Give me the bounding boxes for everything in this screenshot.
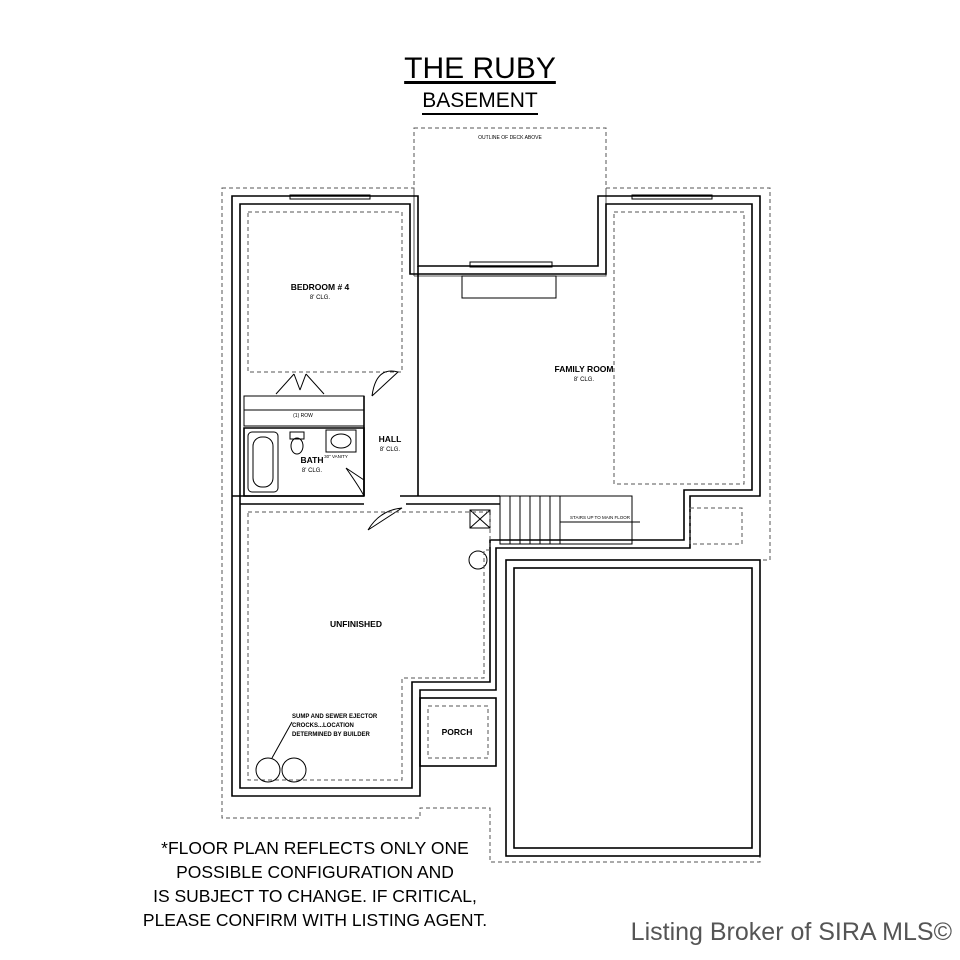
tub <box>247 431 279 493</box>
stair-treads <box>509 496 561 544</box>
bath-door <box>345 467 365 497</box>
toilet-bowl <box>290 437 304 455</box>
bedroom-label: BEDROOM # 4 <box>291 282 350 292</box>
disclaimer-line-1: *FLOOR PLAN REFLECTS ONLY ONE <box>161 838 469 858</box>
stairs-note: STAIRS UP TO MAIN FLOOR <box>570 515 631 520</box>
disclaimer-line-2: POSSIBLE CONFIGURATION AND <box>176 862 454 882</box>
family-outline <box>613 211 745 485</box>
garage-wall-outer <box>505 559 761 857</box>
sump-crock <box>255 757 281 783</box>
exterior-wall-inner <box>239 203 753 789</box>
disclaimer: *FLOOR PLAN REFLECTS ONLY ONE POSSIBLE C… <box>110 836 520 932</box>
window-family <box>631 194 713 200</box>
disclaimer-line-4: PLEASE CONFIRM WITH LISTING AGENT. <box>142 910 488 930</box>
sump-note-line-2: CROCKS...LOCATION <box>292 723 354 729</box>
plan-subtitle: BASEMENT <box>0 89 960 115</box>
closet-note: (1) ROW <box>293 413 313 419</box>
sump-leader <box>271 721 293 759</box>
porch-wall-outer <box>419 697 497 767</box>
sump-note-line-3: DETERMINED BY BUILDER <box>292 732 371 738</box>
sump-note-line-1: SUMP AND SEWER EJECTOR <box>292 714 378 720</box>
window-center <box>469 261 553 268</box>
window-well <box>461 275 557 299</box>
water-heater <box>468 550 488 570</box>
garage-wall-inner <box>513 567 753 849</box>
bedroom-ceiling: 8' CLG. <box>310 295 330 301</box>
vanity <box>325 429 357 453</box>
family-room-ceiling: 8' CLG. <box>574 377 594 383</box>
hall-label: HALL <box>379 434 402 444</box>
bedroom-outline <box>247 211 403 373</box>
plan-title: THE RUBY <box>404 52 556 85</box>
vanity-note: 30" VANITY <box>324 454 348 459</box>
sink <box>330 433 352 449</box>
closet-doors <box>275 373 325 395</box>
hall-door <box>371 370 400 397</box>
hall-ceiling: 8' CLG. <box>380 447 400 453</box>
bath-label: BATH <box>301 455 324 465</box>
closet <box>243 395 365 427</box>
unfinished-outline <box>247 511 491 781</box>
garage-entry <box>689 507 743 545</box>
unfinished-label: UNFINISHED <box>330 619 382 629</box>
disclaimer-line-3: IS SUBJECT TO CHANGE. IF CRITICAL, <box>153 886 477 906</box>
watermark: Listing Broker of SIRA MLS© <box>630 918 952 946</box>
porch-label: PORCH <box>442 727 473 737</box>
deck-note: OUTLINE OF DECK ABOVE <box>478 135 542 141</box>
deck-outline <box>413 127 607 277</box>
stairs <box>499 495 633 545</box>
porch-wall-inner <box>427 705 489 759</box>
tub-basin <box>252 436 274 488</box>
toilet-tank <box>289 431 305 440</box>
window-bedroom <box>289 194 371 200</box>
ejector-crock <box>281 757 307 783</box>
unfinished-door <box>367 507 403 531</box>
bath-ceiling: 8' CLG. <box>302 468 322 474</box>
family-room-label: FAMILY ROOM <box>554 364 613 374</box>
furnace-x2 <box>469 509 491 529</box>
